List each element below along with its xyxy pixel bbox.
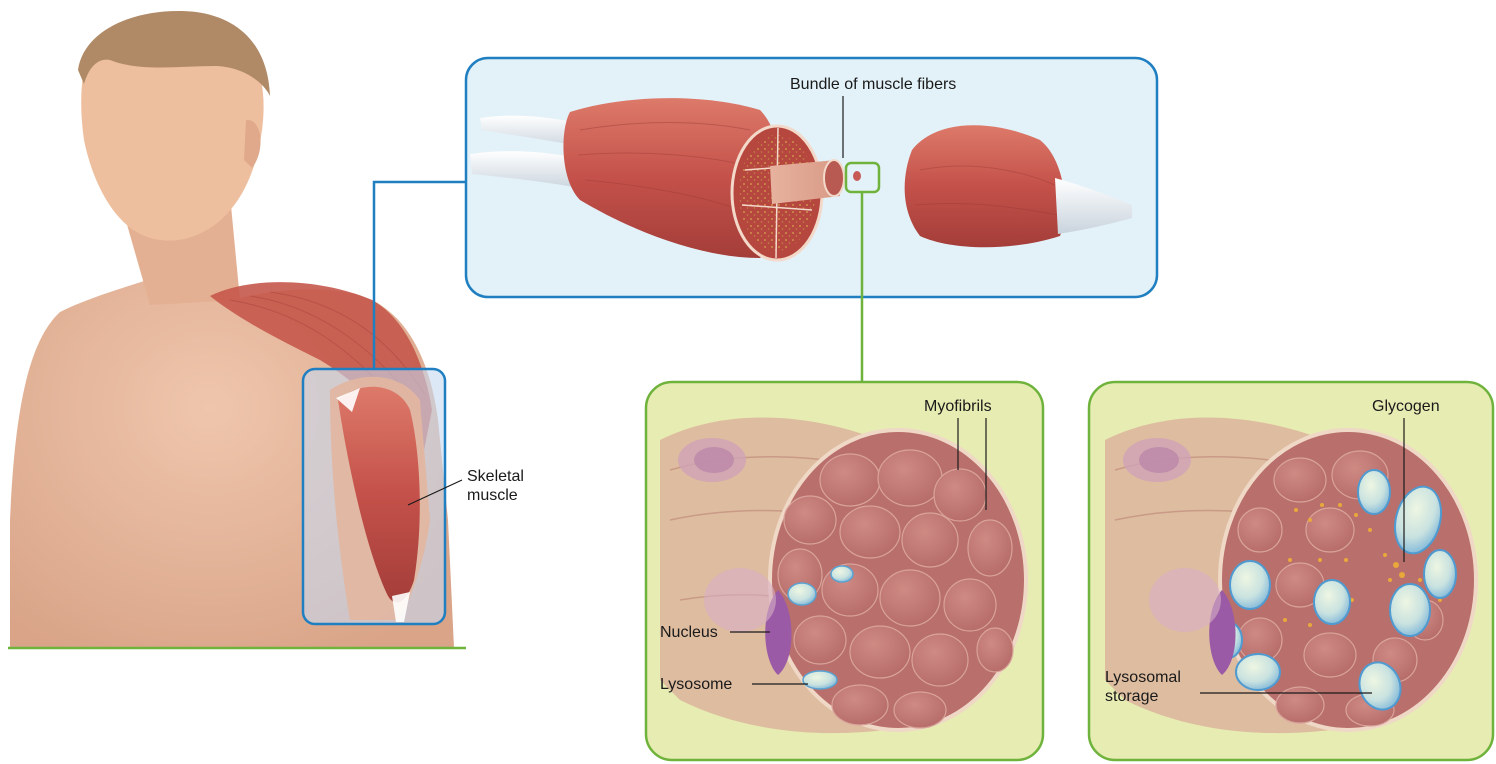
arm-frame xyxy=(303,369,445,624)
label-skeletal-muscle: Skeletal muscle xyxy=(467,467,524,505)
normal-fiber-panel xyxy=(646,382,1043,760)
label-lysosome: Lysosome xyxy=(660,675,732,694)
label-bundle-of-muscle-fibers: Bundle of muscle fibers xyxy=(790,75,956,94)
label-lysosomal-storage: Lysosomal storage xyxy=(1105,668,1181,706)
label-myofibrils: Myofibrils xyxy=(924,397,992,416)
label-nucleus: Nucleus xyxy=(660,623,718,642)
right-muscle-segment xyxy=(905,125,1065,247)
label-glycogen: Glycogen xyxy=(1372,397,1440,416)
